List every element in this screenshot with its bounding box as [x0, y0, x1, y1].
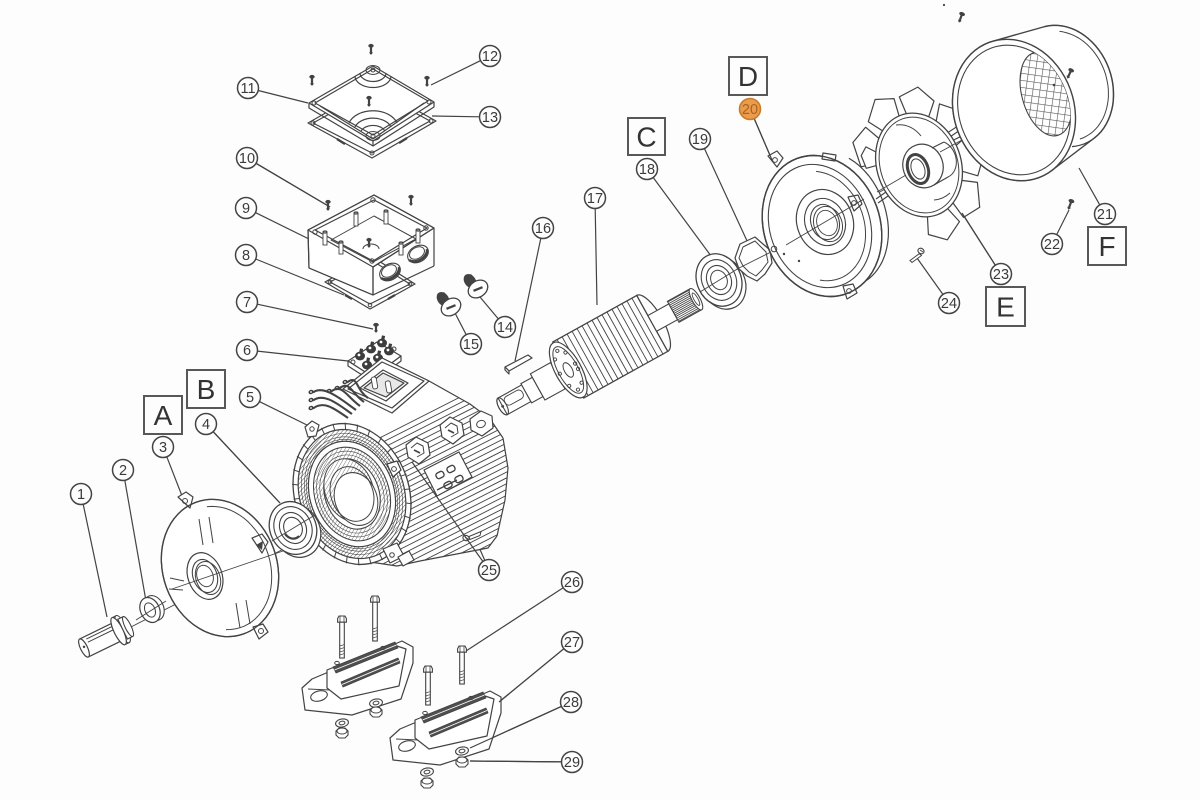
- svg-text:23: 23: [993, 267, 1009, 283]
- svg-text:21: 21: [1097, 207, 1113, 223]
- svg-text:26: 26: [564, 575, 580, 591]
- svg-text:1: 1: [77, 487, 85, 503]
- svg-text:11: 11: [240, 81, 255, 97]
- svg-text:17: 17: [587, 191, 603, 207]
- svg-text:24: 24: [941, 296, 957, 312]
- svg-text:9: 9: [242, 201, 250, 217]
- svg-text:10: 10: [239, 151, 255, 167]
- svg-text:4: 4: [202, 417, 210, 433]
- svg-text:8: 8: [242, 248, 250, 264]
- svg-text:18: 18: [639, 162, 655, 178]
- svg-text:16: 16: [535, 221, 551, 237]
- svg-text:12: 12: [482, 49, 498, 65]
- svg-text:20: 20: [742, 102, 758, 118]
- svg-text:3: 3: [159, 440, 167, 456]
- svg-text:19: 19: [692, 132, 708, 148]
- svg-text:15: 15: [463, 337, 479, 353]
- svg-text:E: E: [996, 292, 1015, 323]
- svg-text:C: C: [636, 122, 656, 153]
- svg-text:13: 13: [482, 110, 498, 126]
- svg-text:2: 2: [119, 463, 127, 479]
- svg-text:A: A: [154, 400, 173, 431]
- svg-text:B: B: [197, 374, 216, 405]
- svg-text:22: 22: [1044, 237, 1060, 253]
- svg-text:D: D: [738, 61, 758, 92]
- svg-text:27: 27: [564, 635, 580, 651]
- svg-text:7: 7: [243, 295, 251, 311]
- svg-text:5: 5: [246, 390, 254, 406]
- svg-text:25: 25: [481, 563, 497, 579]
- svg-text:29: 29: [564, 755, 580, 771]
- svg-text:28: 28: [563, 695, 579, 711]
- svg-text:6: 6: [243, 343, 251, 359]
- svg-text:14: 14: [497, 320, 513, 336]
- svg-text:F: F: [1098, 231, 1115, 262]
